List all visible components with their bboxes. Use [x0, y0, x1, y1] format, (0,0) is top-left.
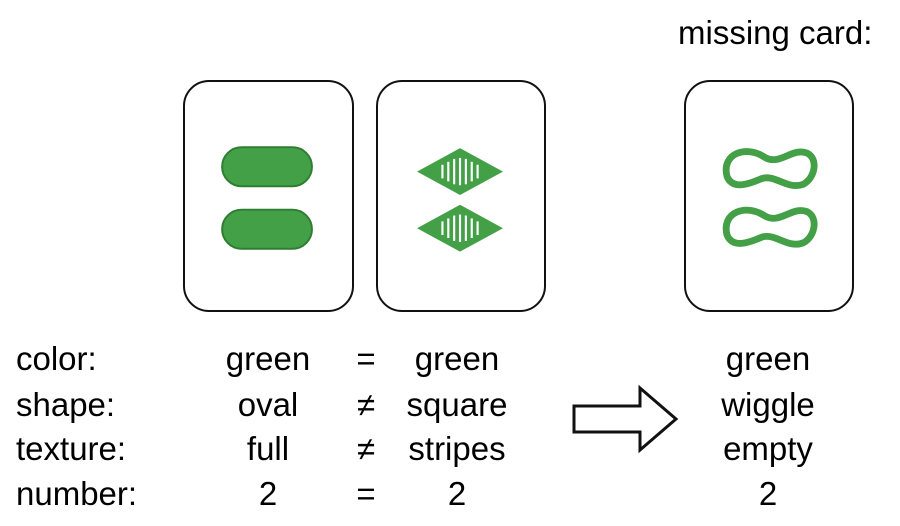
missing-number: 2	[758, 475, 778, 512]
diamond-symbol	[417, 204, 503, 252]
missing-color: green	[725, 340, 811, 377]
relation-color: =	[356, 340, 376, 377]
card-2-symbols	[417, 148, 503, 252]
diamond-symbol	[417, 148, 503, 196]
relation-texture: ≠	[356, 430, 376, 467]
card-2-texture: stripes	[408, 430, 506, 467]
card-2-number: 2	[447, 475, 467, 512]
card-2-color: green	[414, 340, 500, 377]
row-label-shape: shape:	[16, 386, 116, 423]
card-1-symbols	[221, 146, 313, 250]
card-1	[183, 80, 354, 312]
missing-shape: wiggle	[721, 386, 815, 423]
card-1-color: green	[225, 340, 311, 377]
card-1-number: 2	[258, 475, 278, 512]
card-2-shape: square	[406, 386, 508, 423]
squiggle-symbol	[722, 148, 818, 189]
missing-texture: empty	[723, 430, 813, 467]
card-2	[376, 80, 546, 312]
oval-symbol	[221, 208, 313, 250]
row-label-color: color:	[16, 340, 97, 377]
relation-number: =	[356, 475, 376, 512]
right-arrow-icon	[572, 384, 679, 454]
row-label-number: number:	[16, 475, 138, 512]
missing-card-symbols	[722, 148, 818, 248]
relation-shape: ≠	[356, 386, 376, 423]
squiggle-symbol	[722, 206, 818, 248]
oval-symbol	[221, 146, 313, 188]
missing-card	[684, 80, 854, 312]
card-1-texture: full	[246, 430, 290, 467]
card-1-shape: oval	[237, 386, 299, 423]
row-label-texture: texture:	[16, 430, 127, 467]
missing-card-label: missing card:	[678, 14, 873, 51]
